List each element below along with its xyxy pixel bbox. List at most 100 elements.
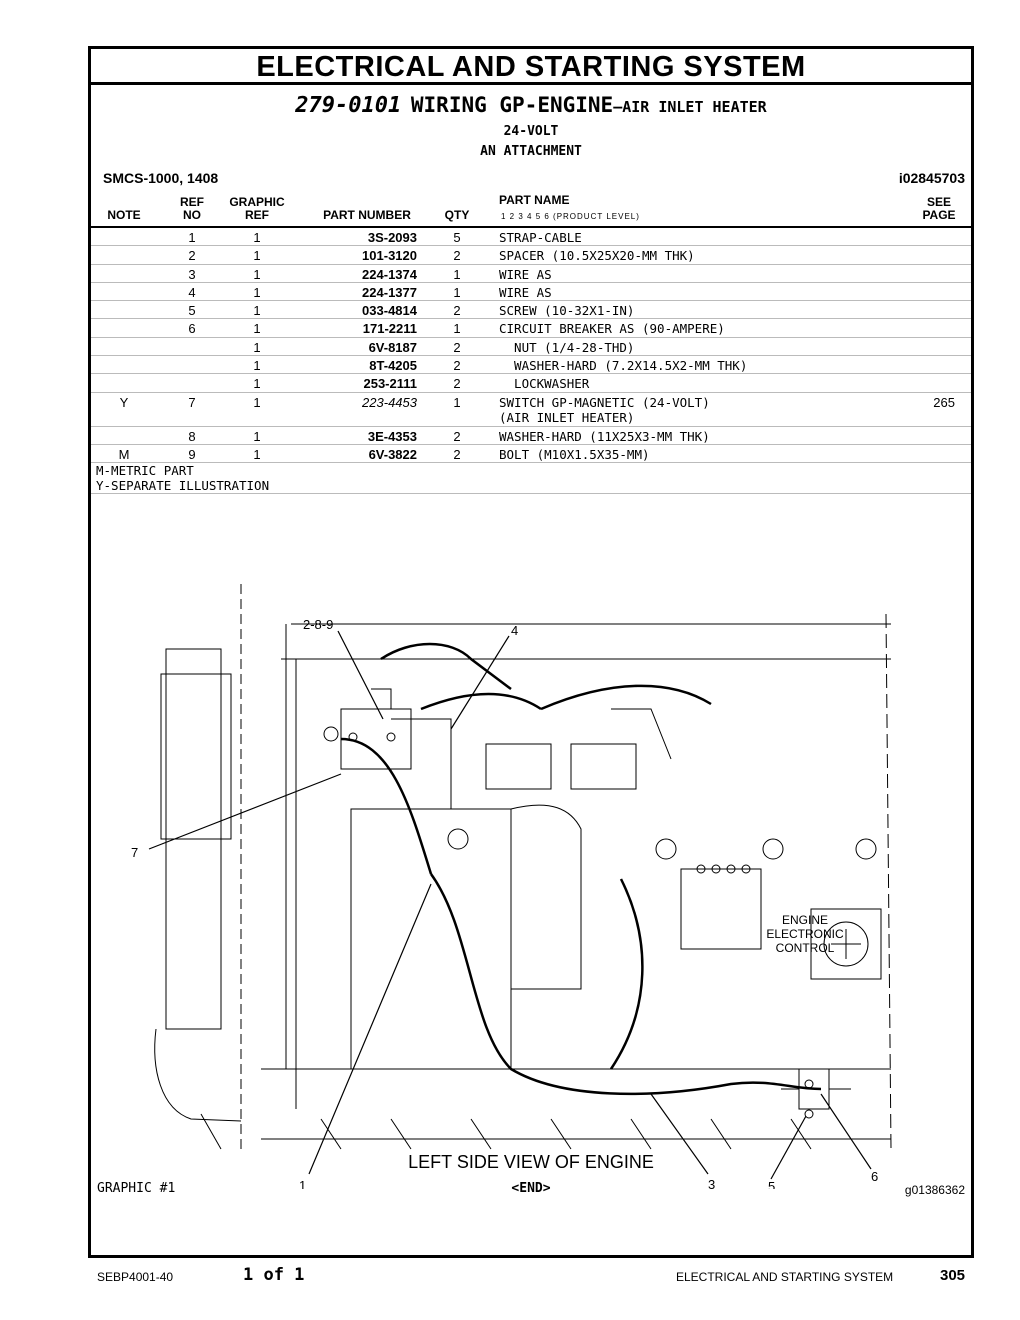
row-graphic-ref: 1 xyxy=(253,230,261,245)
row-ref-no: 5 xyxy=(188,303,196,319)
row-ref-no: 6 xyxy=(188,321,196,337)
graphic-number: GRAPHIC #1 xyxy=(97,1181,176,1196)
end-marker: <END> xyxy=(511,1181,551,1196)
row-qty: 2 xyxy=(453,248,461,264)
col-graphic-bottom: REF xyxy=(245,208,269,222)
col-ref-top: REF xyxy=(180,195,204,209)
group-heading: 279-0101 WIRING GP-ENGINE—AIR INLET HEAT… xyxy=(91,93,971,118)
row-part-name: SCREW (10-32X1-IN) xyxy=(499,303,635,319)
notes-divider xyxy=(91,493,971,494)
row-part-name: WIRE AS xyxy=(499,266,552,282)
note-separate: Y-SEPARATE ILLUSTRATION xyxy=(96,478,270,493)
row-qty: 2 xyxy=(453,358,461,374)
engine-diagram: 2-8-9 4 7 1 3 5 6 ENGINE ELECTRONIC CONT… xyxy=(131,584,892,1189)
callout-6: 6 xyxy=(871,1169,878,1184)
row-note: M xyxy=(118,446,130,462)
col-note: NOTE xyxy=(107,208,141,222)
wiring-harness xyxy=(340,642,822,1096)
row-graphic-ref: 1 xyxy=(253,284,261,300)
footer-section: ELECTRICAL AND STARTING SYSTEM xyxy=(676,1270,894,1284)
section-title: ELECTRICAL AND STARTING SYSTEM xyxy=(91,49,971,85)
row-ref-no: 4 xyxy=(188,284,196,300)
row-ref-no: 9 xyxy=(188,446,196,462)
group-subname: —AIR INLET HEATER xyxy=(613,98,767,116)
row-part-name: SWITCH GP-MAGNETIC (24-VOLT) (AIR INLET … xyxy=(499,394,710,425)
row-ref-no: 2 xyxy=(188,248,196,264)
col-part-number: PART NUMBER xyxy=(323,208,411,222)
row-ref-no: 1 xyxy=(188,230,196,245)
row-part-number: 223-4453 xyxy=(362,394,417,410)
col-graphic-top: GRAPHIC xyxy=(229,195,285,209)
notes-legend: M-METRIC PART Y-SEPARATE ILLUSTRATION xyxy=(96,463,269,493)
row-part-name: WASHER-HARD (11X25X3-MM THK) xyxy=(499,428,710,444)
row-ref-no: 8 xyxy=(188,428,196,444)
row-graphic-ref: 1 xyxy=(253,446,261,462)
group-number: 279-0101 xyxy=(295,93,402,118)
row-qty: 1 xyxy=(453,266,461,282)
callout-2-8-9: 2-8-9 xyxy=(303,617,333,632)
footer-page-of: 1 of 1 xyxy=(243,1265,305,1285)
footer-doc-number: SEBP4001-40 xyxy=(97,1270,174,1284)
row-part-number: 171-2211 xyxy=(362,321,417,337)
row-qty: 2 xyxy=(453,376,461,392)
row-note: Y xyxy=(119,394,129,410)
callout-3: 3 xyxy=(708,1177,715,1189)
ecm-label-line1: ENGINE xyxy=(782,913,828,927)
page-frame: ELECTRICAL AND STARTING SYSTEM 279-0101 … xyxy=(88,46,974,1258)
row-part-number: 6V-8187 xyxy=(368,339,417,355)
col-part-name: PART NAME xyxy=(499,193,570,207)
callout-5: 5 xyxy=(768,1179,775,1189)
diagram-caption: LEFT SIDE VIEW OF ENGINE xyxy=(408,1152,654,1172)
row-graphic-ref: 1 xyxy=(253,303,261,319)
row-qty: 1 xyxy=(453,284,461,300)
row-part-name: CIRCUIT BREAKER AS (90-AMPERE) xyxy=(499,321,725,337)
table-row: 5 1 033-4814 2 SCREW (10-32X1-IN) xyxy=(91,301,971,320)
row-qty: 2 xyxy=(453,303,461,319)
row-see-page: 265 xyxy=(933,394,955,410)
table-row: 6 1 171-2211 1 CIRCUIT BREAKER AS (90-AMPERE… xyxy=(91,319,971,338)
col-product-level: 1 2 3 4 5 6 (PRODUCT LEVEL) xyxy=(501,212,640,221)
row-ref-no: 3 xyxy=(188,266,196,282)
row-part-number: 6V-3822 xyxy=(368,446,417,462)
footer-page-number: 305 xyxy=(940,1267,966,1284)
row-part-number: 3S-2093 xyxy=(367,230,417,245)
row-qty: 5 xyxy=(453,230,461,245)
row-graphic-ref: 1 xyxy=(253,321,261,337)
magnetic-switch xyxy=(340,688,412,770)
row-part-name: LOCKWASHER xyxy=(499,376,590,392)
note-metric: M-METRIC PART xyxy=(96,463,194,478)
row-qty: 2 xyxy=(453,339,461,355)
col-see-top: SEE xyxy=(926,195,951,209)
row-graphic-ref: 1 xyxy=(253,376,261,392)
col-qty: QTY xyxy=(444,208,470,222)
row-qty: 2 xyxy=(453,446,461,462)
row-graphic-ref: 1 xyxy=(253,428,261,444)
circuit-breaker xyxy=(781,1068,851,1119)
row-part-name: WASHER-HARD (7.2X14.5X2-MM THK) xyxy=(499,358,748,374)
row-part-number: 224-1377 xyxy=(362,284,417,300)
row-graphic-ref: 1 xyxy=(253,358,261,374)
row-part-name: NUT (1/4-28-THD) xyxy=(499,339,635,355)
col-ref-bottom: NO xyxy=(183,208,201,222)
attachment-line: AN ATTACHMENT xyxy=(480,144,582,159)
row-qty: 1 xyxy=(453,394,461,410)
group-name: WIRING GP-ENGINE xyxy=(410,93,614,117)
smcs-code: SMCS-1000, 1408 xyxy=(103,170,219,186)
ecm-label-line2: ELECTRONIC xyxy=(766,927,844,941)
row-part-name: BOLT (M10X1.5X35-MM) xyxy=(499,446,650,462)
row-graphic-ref: 1 xyxy=(253,248,261,264)
ecm-label-line3: CONTROL xyxy=(776,941,835,955)
row-graphic-ref: 1 xyxy=(253,394,261,410)
row-part-name: WIRE AS xyxy=(499,284,552,300)
row-qty: 2 xyxy=(453,428,461,444)
row-part-number: 033-4814 xyxy=(362,303,417,319)
row-qty: 1 xyxy=(453,321,461,337)
callout-1: 1 xyxy=(299,1178,306,1189)
